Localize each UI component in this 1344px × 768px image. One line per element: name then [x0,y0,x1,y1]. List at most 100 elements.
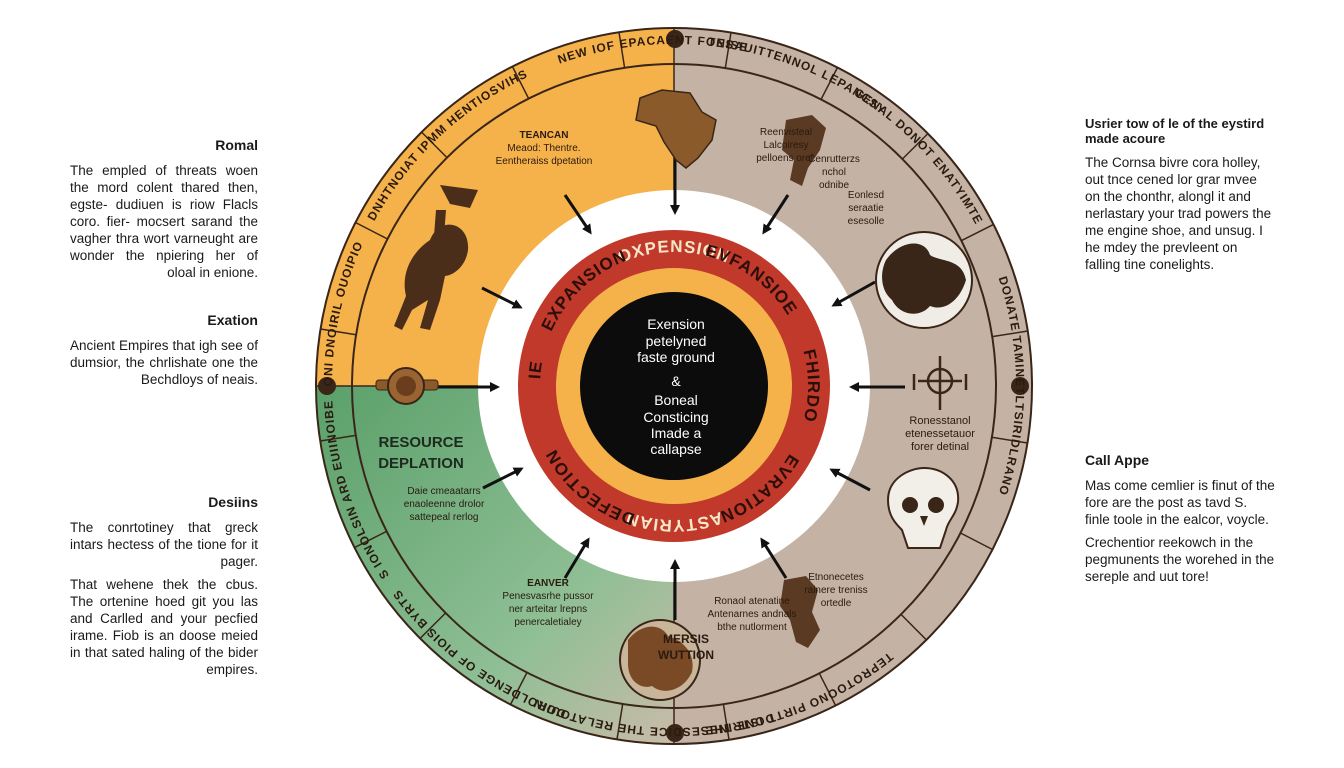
annotation-9: Daie cmeaatarrs enaoleenne drolor sattep… [404,486,485,523]
right-panel-2-text-1: Mas come cemlier is finut of the fore ar… [1085,478,1275,527]
ring-tick [421,131,448,159]
ring-tick [960,223,994,242]
annotation-1-line-3: Eentheraiss dpetation [496,156,593,167]
left-panel-3-text-1: The conrtotiney that greck intars hectes… [70,520,258,569]
center-line-6: Consticing [643,409,708,425]
annotation-3-line-2: nchol [822,167,846,178]
annotation-7-line-3: ortedle [821,598,852,609]
annotation-4: Eonlesd seraatie esesolle [848,190,885,227]
left-panel-3-text-2: That wehene thek the cbus. The ortenine … [70,577,258,677]
center-line-8: callapse [650,441,702,457]
annotation-8: EANVER Penesvasrhe pussor ner arteitar l… [502,578,594,628]
annotation-6: Ronaol atenatine Antenarnes andnals bthe… [708,596,797,633]
center-line-1: Exension [647,316,705,332]
quadrant-title-line-1: RESOURCE [378,434,463,451]
ring-tick [355,221,388,240]
left-panel-1: Romal The empled of threats woen the mor… [70,137,258,287]
center-line-4: & [671,373,681,389]
right-panel-2: Call Appe Mas come cemlier is finut of t… [1085,452,1275,591]
annotation-5-line-2: etenessetauor [905,428,975,440]
africa-map-icon [635,89,717,169]
annotation-8-line-4: penercaletialey [514,617,581,628]
ring-tick [511,66,530,100]
arrow-left-lower [482,467,524,490]
arrow-bottom-left [563,537,590,579]
ring-tick [509,672,528,705]
resource-depletion-title: RESOURCE DEPLATION [378,434,464,472]
annotation-8-line-2: Penesvasrhe pussor [502,591,594,602]
red-ring-label-fhirdo: FHIRDO [800,348,824,425]
annotation-6-line-2: Antenarnes andnals [708,609,797,620]
left-panel-1-heading: Romal [215,137,258,153]
left-panel-2: Exation Ancient Empires that igh see of … [70,312,258,394]
ring-tick [320,328,357,336]
ring-tick [818,672,837,706]
ring-tick [820,67,839,100]
core-circle [580,292,768,480]
annotation-5-line-3: forer detinal [911,441,969,453]
horseman-figure-icon [394,185,478,330]
arrow-top-left [563,194,592,235]
ring-tick [992,330,1028,338]
ring-tick [722,704,730,740]
annotation-1: TEANCAN Meaod: Thentre. Eentheraiss dpet… [496,130,593,167]
annotation-3-line-1: Cenrutterzs [808,154,860,165]
ring-tick [901,133,929,160]
inward-arrows [438,150,905,620]
annotation-4-line-2: seraatie [848,203,884,214]
globe-icon [875,231,973,329]
annotation-1-line-1: TEANCAN [520,130,569,141]
left-panel-3-heading: Desiins [208,494,258,510]
annotation-6-line-1: Ronaol atenatine [714,596,790,607]
ring-tick [618,32,626,68]
right-panel-1: Usrier tow of le of the eystird made aco… [1085,116,1275,279]
ring-tick [991,436,1028,444]
arrow-right-lower [829,468,871,492]
annotation-2-line-1: Reenvisteal [760,127,812,138]
annotation-8-line-3: ner arteitar lrepns [509,604,587,615]
outer-ring-label-9: TUONI DNOIRIL OUOIPIO [0,0,366,386]
right-panel-2-heading: Call Appe [1085,452,1150,468]
annotation-3-line-3: odnibe [819,180,849,191]
sword-symbol-icon [912,356,968,410]
coin-symbol-icon [375,367,439,405]
annotation-1-line-2: Meaod: Thentre. [507,143,580,154]
node-dot-left [318,377,336,395]
arrow-top-right [762,194,790,235]
arrow-right-upper [831,280,876,307]
right-panel-1-heading: Usrier tow of le of the eystird made aco… [1085,116,1265,146]
arrow-left-upper [481,286,523,309]
left-panel-3: Desiins The conrtotiney that greck intar… [70,494,258,684]
outer-ring-ticks [320,32,1028,740]
ring-tick [354,530,388,549]
center-line-5: Boneal [654,392,698,408]
skull-icon [886,466,960,549]
center-line-7: Imade a [651,425,702,441]
annotation-4-line-3: esesolle [848,216,885,227]
ring-tick [419,612,447,639]
annotation-2: Reenvisteal Lalcoiresy pelloens orel. [756,127,815,164]
arrow-bottom-right [760,537,788,579]
ring-tick [320,434,356,442]
ring-tick [900,613,927,641]
annotation-5: Ronesstanol etenessetauor forer detinal [905,415,975,453]
annotation-3: Cenrutterzs nchol odnibe [808,154,860,191]
right-panel-2-text-2: Crechentior reekowch in the pegmunents t… [1085,535,1275,584]
node-dot-bottom [666,724,684,742]
quadrant-title-line-2: DEPLATION [378,455,464,472]
left-panel-2-text: Ancient Empires that igh see of dumsior,… [70,338,258,387]
annotation-2-line-3: pelloens orel. [756,153,815,164]
annotation-8-line-1: EANVER [527,578,569,589]
world-globe-icon [619,619,701,701]
annotation-4-line-1: Eonlesd [848,190,884,201]
ring-tick [960,532,993,551]
ring-tick [724,32,732,69]
node-dot-right [1011,377,1029,395]
annotation-10-line-1: MERSIS [663,632,709,646]
europe-map-icon [782,115,826,186]
center-text: Exension petelyned faste ground & Boneal… [637,316,715,457]
annotation-7: Etnonecetes ralnere treniss ortedle [804,572,867,609]
node-dot-top [666,30,684,48]
annotation-10-line-2: WUTTION [658,648,714,662]
